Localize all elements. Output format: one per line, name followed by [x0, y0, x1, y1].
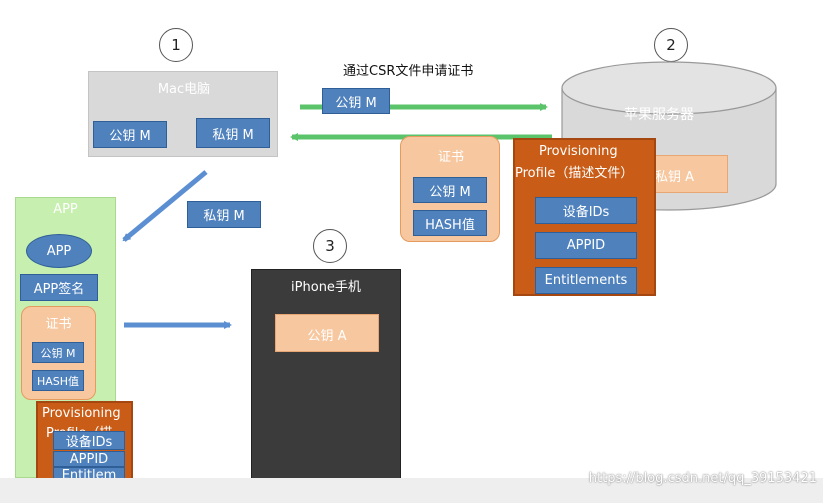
mac-computer-box: Mac电脑 公钥 M 私钥 M: [88, 71, 278, 157]
cert-right-public-key: 公钥 M: [413, 177, 487, 203]
app-bubble: APP: [26, 234, 92, 268]
server-title: 苹果服务器: [624, 107, 694, 123]
arrow-public-key-label: 公钥 M: [322, 88, 390, 114]
iphone-title: iPhone手机: [291, 280, 361, 295]
cert-right-title: 证书: [437, 150, 464, 165]
profile-left-appid: APPID: [53, 451, 125, 467]
iphone-public-key-label: 公钥 A: [307, 329, 347, 344]
app-title: APP: [53, 202, 78, 217]
iphone-public-key: 公钥 A: [275, 314, 379, 352]
certificate-right: 证书 公钥 M HASH值: [400, 136, 500, 242]
app-cert-title: 证书: [45, 317, 72, 332]
profile-right-device-ids: 设备IDs: [535, 197, 637, 224]
profile-right-entitlements: Entitlements: [535, 267, 637, 294]
server-private-key: 私钥 A: [648, 155, 728, 193]
profile-left-device-ids: 设备IDs: [53, 431, 125, 450]
step-3-circle: 3: [313, 229, 347, 263]
csr-caption: 通过CSR文件申请证书: [343, 64, 474, 79]
step-2-circle: 2: [654, 28, 688, 62]
app-signature: APP签名: [20, 274, 98, 301]
mac-title: Mac电脑: [157, 82, 211, 97]
mac-public-key: 公钥 M: [93, 121, 167, 148]
mac-private-key: 私钥 M: [196, 118, 270, 148]
server-private-key-label: 私钥 A: [655, 170, 695, 185]
app-cert-public-key: 公钥 M: [32, 342, 84, 363]
watermark: https://blog.csdn.net/qq_39153421: [588, 471, 817, 486]
profile-right-appid: APPID: [535, 232, 637, 259]
cert-right-hash: HASH值: [413, 210, 487, 236]
app-cert-hash: HASH值: [32, 370, 84, 391]
profile-left-title-1: Provisioning: [42, 406, 121, 421]
iphone-device: iPhone手机 公钥 A: [251, 269, 401, 499]
app-certificate: 证书 公钥 M HASH值: [21, 306, 96, 400]
profile-right-title-1: Provisioning: [539, 144, 618, 159]
provisioning-profile-right: Provisioning Profile（描述文件） 设备IDs APPID E…: [513, 138, 656, 296]
profile-right-title-2: Profile（描述文件）: [515, 166, 634, 181]
arrow-private-key-label: 私钥 M: [187, 201, 261, 228]
arrow-mac-to-app: [122, 170, 208, 242]
provisioning-profile-left: Provisioning Profile（描 设备IDs APPID Entit…: [36, 401, 133, 489]
bottom-strip: [0, 478, 823, 503]
step-1-circle: 1: [159, 28, 193, 62]
